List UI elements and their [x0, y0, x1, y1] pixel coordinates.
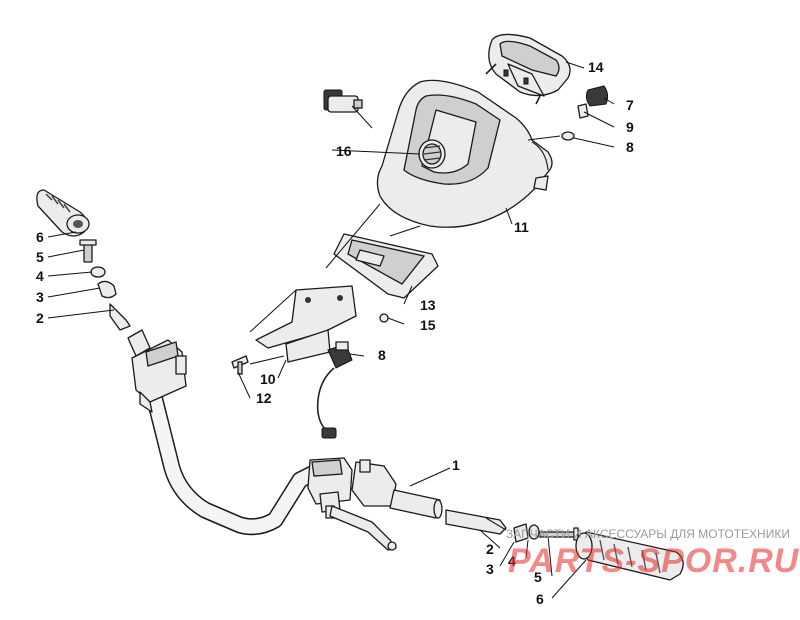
left-end-bolt-5 — [79, 239, 97, 263]
right-grip-tube-1 — [389, 489, 443, 519]
left-bar-insert-2 — [109, 303, 131, 331]
callout-14: 14 — [588, 59, 604, 75]
leader-lines — [47, 61, 615, 599]
throttle-control-housing — [307, 457, 353, 519]
screw-15 — [379, 313, 389, 323]
callout-4-left: 4 — [36, 268, 44, 284]
callout-10: 10 — [260, 371, 276, 387]
callout-8-mid: 8 — [378, 347, 386, 363]
instrument-pod-11 — [376, 79, 553, 228]
right-washer-4 — [528, 524, 540, 540]
callout-labels: 6 5 4 3 2 1 14 7 9 8 16 11 13 15 8 10 12… — [36, 59, 634, 607]
callout-2-right: 2 — [486, 541, 494, 557]
right-bar-insert-2 — [445, 509, 507, 535]
callout-2-left: 2 — [36, 310, 44, 326]
handlebar — [141, 371, 321, 536]
nut-8-top — [561, 131, 575, 141]
callout-6-left: 6 — [36, 229, 44, 245]
callout-6-right: 6 — [536, 591, 544, 607]
callout-3-left: 3 — [36, 289, 44, 305]
callout-16: 16 — [336, 143, 352, 159]
callout-15: 15 — [420, 317, 436, 333]
callout-11: 11 — [514, 219, 529, 235]
callout-12: 12 — [256, 390, 272, 406]
callout-13: 13 — [420, 297, 436, 313]
right-switch-housing — [351, 459, 397, 507]
knob-7 — [585, 85, 609, 107]
callout-1: 1 — [452, 457, 460, 473]
ignition-switch-16 — [418, 139, 446, 169]
brake-lever — [329, 505, 397, 551]
callout-9: 9 — [626, 119, 634, 135]
gauge-14 — [485, 33, 571, 105]
left-washer-4 — [90, 266, 106, 278]
callout-7: 7 — [626, 97, 634, 113]
callout-3-right: 3 — [486, 561, 494, 577]
right-grip-6 — [575, 531, 684, 581]
left-bar-end — [127, 329, 151, 357]
clip-9 — [577, 103, 589, 119]
screw-12 — [231, 355, 249, 375]
callout-5-right: 5 — [534, 569, 542, 585]
switch-with-wire-8 — [316, 341, 353, 439]
left-grip-6 — [36, 189, 90, 237]
callout-8-top: 8 — [626, 139, 634, 155]
left-switch-housing — [131, 339, 187, 413]
mount-bracket-13 — [333, 233, 439, 299]
callout-5-left: 5 — [36, 249, 44, 265]
right-end-bolt-5 — [539, 527, 579, 541]
right-end-weight-3 — [513, 523, 529, 543]
pod-switch — [323, 89, 363, 113]
callout-4-right: 4 — [508, 553, 516, 569]
left-end-weight-3 — [97, 280, 117, 299]
